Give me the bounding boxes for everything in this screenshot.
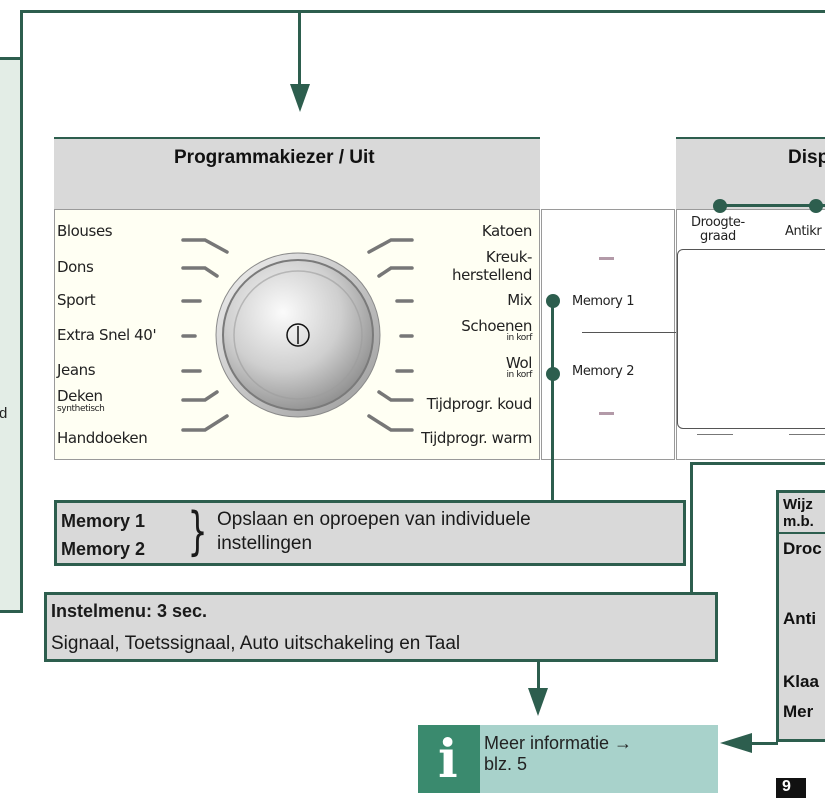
memory-connector-vertical	[551, 300, 554, 502]
program-label: Handdoeken	[57, 429, 148, 447]
right-box-line2: m.b.	[783, 513, 814, 530]
more-info-box[interactable]: i Meer informatie → blz. 5	[418, 725, 718, 793]
program-label: Katoen	[481, 222, 533, 240]
program-label: Blouses	[57, 222, 113, 240]
anti-crease-label: Antikr	[785, 224, 822, 239]
program-label: Wol in korf	[505, 354, 533, 380]
program-label-sub: synthetisch	[57, 404, 105, 414]
program-label-main: Deken	[57, 387, 103, 405]
program-label: Extra Snel 40'	[57, 326, 157, 344]
program-label: Tijdprogr. koud	[426, 395, 533, 413]
arrow-left-icon	[720, 733, 752, 753]
right-box-connector	[750, 742, 778, 745]
right-box-item: Mer	[783, 702, 814, 721]
memory-indicator-top	[599, 257, 614, 260]
more-info-line2: blz. 5	[484, 754, 528, 774]
program-label: Jeans	[57, 361, 96, 379]
anti-crease-dot	[809, 199, 823, 213]
program-dial[interactable]	[55, 210, 541, 461]
settings-connector-horizontal	[690, 462, 825, 465]
more-info-arrow-shaft	[537, 662, 540, 692]
program-label: Dons	[57, 258, 94, 276]
connector-top-vertical-left	[20, 10, 23, 60]
right-box-item: Klaa	[783, 672, 819, 691]
dial-tick-marks	[181, 238, 414, 432]
memory-info-label-2: Memory 2	[61, 539, 146, 559]
program-label: Schoenen in korf	[461, 318, 532, 343]
program-selector-panel: Blouses Dons Sport Extra Snel 40' Jeans …	[54, 209, 540, 460]
display-screen	[677, 249, 825, 429]
program-label: Kreuk-	[485, 248, 533, 266]
program-selector-header: Programmakiezer / Uit	[54, 137, 540, 209]
right-settings-box: Wijz m.b. Droc Anti Klaa Mer	[776, 490, 825, 742]
brace-icon: }	[187, 502, 208, 562]
drying-degree-label: Droogte- graad	[691, 216, 745, 244]
settings-menu-box: Instelmenu: 3 sec. Signaal, Toetssignaal…	[44, 592, 718, 662]
program-selector-title: Programmakiezer / Uit	[174, 147, 375, 168]
memory-2-dot	[546, 367, 560, 381]
memory-panel: Memory 1 Memory 2	[541, 209, 676, 460]
left-panel-fragment: d	[0, 405, 8, 422]
memory-1-label: Memory 1	[572, 294, 635, 309]
memory-info-desc-1: Opslaan en oproepen van individuele	[217, 509, 531, 530]
program-label-main: Schoenen	[461, 317, 532, 335]
memory-info-desc-2: instellingen	[217, 533, 313, 554]
power-icon	[286, 323, 310, 347]
settings-menu-desc: Signaal, Toetssignaal, Auto uitschakelin…	[51, 633, 461, 654]
program-label: herstellend	[451, 266, 532, 284]
settings-menu-title: Instelmenu: 3 sec.	[51, 601, 208, 621]
memory-indicator-bottom	[599, 412, 614, 415]
memory-info-box: Memory 1 Memory 2 } Opslaan en oproepen …	[54, 500, 686, 566]
right-box-item: Droc	[783, 539, 822, 558]
right-box-line1: Wijz	[783, 496, 813, 513]
arrow-down-icon	[528, 688, 548, 716]
drying-degree-line2: graad	[700, 229, 736, 244]
right-box-divider	[779, 532, 825, 534]
drying-degree-line1: Droogte-	[691, 215, 745, 230]
program-label: Deken synthetisch	[57, 387, 105, 414]
program-label-sub: in korf	[506, 370, 532, 380]
program-label-sub: in korf	[506, 333, 532, 343]
drying-degree-dot	[713, 199, 727, 213]
display-underline-2	[789, 434, 825, 435]
program-label-main: Wol	[505, 354, 533, 372]
memory-divider	[582, 332, 676, 333]
page-number: 9	[776, 778, 806, 798]
left-info-panel: d	[0, 57, 23, 613]
program-label: Sport	[57, 291, 96, 309]
display-connector	[718, 204, 825, 207]
settings-connector-vertical	[690, 462, 693, 594]
connector-arrow-shaft-top	[298, 12, 301, 90]
more-info-line1: Meer informatie →	[484, 733, 633, 753]
right-box-item: Anti	[783, 609, 817, 628]
display-underline-1	[697, 434, 733, 435]
display-panel: Droogte- graad Antikr	[676, 209, 825, 460]
memory-2-label: Memory 2	[572, 364, 635, 379]
memory-1-dot	[546, 294, 560, 308]
connector-top-horizontal	[20, 10, 825, 13]
arrow-down-icon	[290, 84, 310, 112]
program-label: Tijdprogr. warm	[421, 429, 532, 447]
info-icon: i	[418, 725, 480, 793]
display-header: Disp	[676, 137, 825, 209]
more-info-text: Meer informatie → blz. 5	[484, 733, 632, 775]
memory-info-label-1: Memory 1	[61, 511, 146, 531]
display-title: Disp	[788, 147, 825, 168]
program-label: Mix	[507, 291, 532, 309]
